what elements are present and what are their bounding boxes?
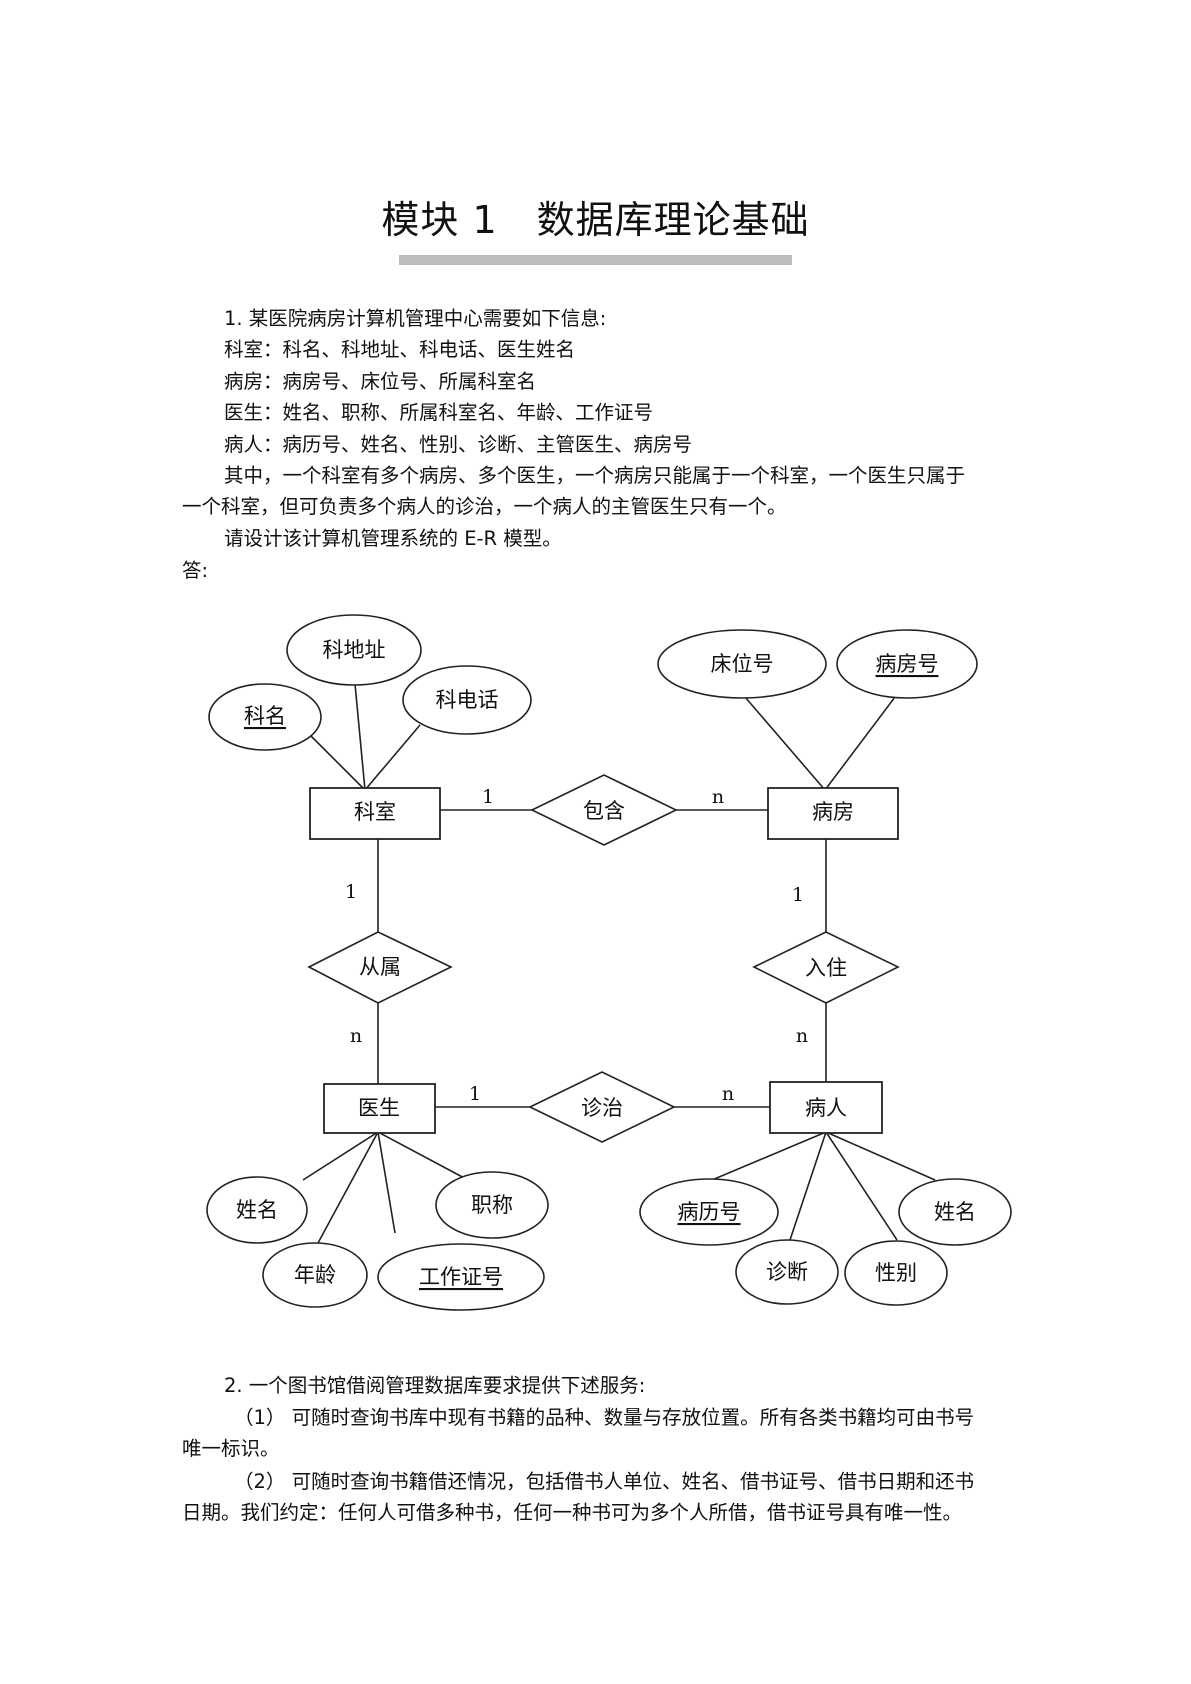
q2-line: 唯一标识。 bbox=[182, 1437, 280, 1460]
q1-line: 医生：姓名、职称、所属科室名、年龄、工作证号 bbox=[224, 401, 654, 424]
q1-line: 病房：病房号、床位号、所属科室名 bbox=[224, 370, 537, 393]
entity-bingren: 病人 bbox=[805, 1096, 847, 1120]
attr-br-xingming: 姓名 bbox=[934, 1200, 976, 1224]
q1-line: 一个科室，但可负责多个病人的诊治，一个病人的主管医生只有一个。 bbox=[182, 495, 787, 518]
attribute-ellipse bbox=[836, 629, 978, 699]
relationship-diamond bbox=[528, 1071, 676, 1143]
attribute-ellipse bbox=[435, 1171, 549, 1239]
attribute-ellipse bbox=[206, 1176, 308, 1244]
attribute-ellipse bbox=[639, 1178, 779, 1246]
attribute-ellipse bbox=[286, 614, 422, 686]
q1-line: 科室：科名、科地址、科电话、医生姓名 bbox=[224, 338, 576, 361]
card-zhenzhi-left: 1 bbox=[469, 1083, 481, 1105]
entity-box bbox=[309, 787, 441, 840]
relationship-diamond bbox=[530, 774, 678, 846]
attr-zhicheng: 职称 bbox=[471, 1193, 513, 1217]
attribute-ellipse bbox=[735, 1239, 839, 1305]
attribute-ellipse bbox=[402, 665, 532, 735]
entity-bingfang: 病房 bbox=[812, 800, 854, 824]
attr-ys-xingming: 姓名 bbox=[236, 1198, 278, 1222]
card-ruzhu-top: 1 bbox=[792, 884, 804, 906]
entity-keshi: 科室 bbox=[354, 800, 396, 824]
relationship-diamond bbox=[752, 931, 900, 1004]
attr-bingfanghao: 病房号 bbox=[876, 652, 939, 676]
page-title: 模块 1 数据库理论基础 bbox=[381, 198, 810, 242]
title-underline-bar bbox=[399, 255, 792, 265]
card-congshu-top: 1 bbox=[345, 881, 357, 903]
attr-nianling: 年龄 bbox=[294, 1263, 336, 1287]
q1-line: 1. 某医院病房计算机管理中心需要如下信息: bbox=[224, 307, 607, 330]
attr-zhenduan: 诊断 bbox=[766, 1260, 808, 1284]
attr-kedianhua: 科电话 bbox=[436, 688, 499, 712]
relationship-congshu: 从属 bbox=[359, 955, 401, 979]
card-congshu-bottom: n bbox=[350, 1025, 362, 1047]
card-baohan-right: n bbox=[712, 786, 724, 808]
attr-kedizhi: 科地址 bbox=[323, 638, 386, 662]
attr-binglihao: 病历号 bbox=[678, 1200, 741, 1224]
entity-box bbox=[769, 1081, 883, 1134]
relationship-baohan: 包含 bbox=[583, 799, 625, 823]
card-zhenzhi-right: n bbox=[722, 1083, 734, 1105]
card-ruzhu-bottom: n bbox=[796, 1025, 808, 1047]
entity-box bbox=[323, 1083, 436, 1134]
q1-line: 请设计该计算机管理系统的 E-R 模型。 bbox=[224, 527, 562, 550]
relationship-ruzhu: 入住 bbox=[805, 956, 847, 980]
q2-line: （1） 可随时查询书库中现有书籍的品种、数量与存放位置。所有各类书籍均可由书号 bbox=[234, 1406, 975, 1429]
relationship-diamond bbox=[307, 931, 453, 1004]
answer-label: 答: bbox=[182, 559, 209, 582]
attr-chuangweihao: 床位号 bbox=[711, 652, 774, 676]
attribute-ellipse bbox=[657, 629, 827, 699]
card-baohan-left: 1 bbox=[482, 786, 494, 808]
q2-line: 2. 一个图书馆借阅管理数据库要求提供下述服务: bbox=[224, 1374, 646, 1397]
attribute-ellipse bbox=[262, 1242, 368, 1308]
attribute-ellipse bbox=[208, 683, 322, 751]
entity-yisheng: 医生 bbox=[358, 1096, 400, 1120]
attr-keming: 科名 bbox=[244, 704, 286, 728]
attribute-ellipse bbox=[844, 1240, 948, 1306]
attr-xingbie: 性别 bbox=[875, 1261, 917, 1285]
q2-line: 日期。我们约定：任何人可借多种书，任何一种书可为多个人所借，借书证号具有唯一性。 bbox=[182, 1501, 963, 1524]
q2-line: （2） 可随时查询书籍借还情况，包括借书人单位、姓名、借书证号、借书日期和还书 bbox=[234, 1470, 975, 1493]
q1-line: 病人：病历号、姓名、性别、诊断、主管医生、病房号 bbox=[224, 433, 693, 456]
attr-gongzuozhenghao: 工作证号 bbox=[419, 1265, 503, 1289]
relationship-zhenzhi: 诊治 bbox=[581, 1096, 623, 1120]
attribute-ellipse bbox=[898, 1178, 1012, 1246]
q1-line: 其中，一个科室有多个病房、多个医生，一个病房只能属于一个科室，一个医生只属于 bbox=[224, 464, 966, 487]
entity-box bbox=[767, 787, 899, 840]
attribute-ellipse bbox=[377, 1243, 545, 1311]
